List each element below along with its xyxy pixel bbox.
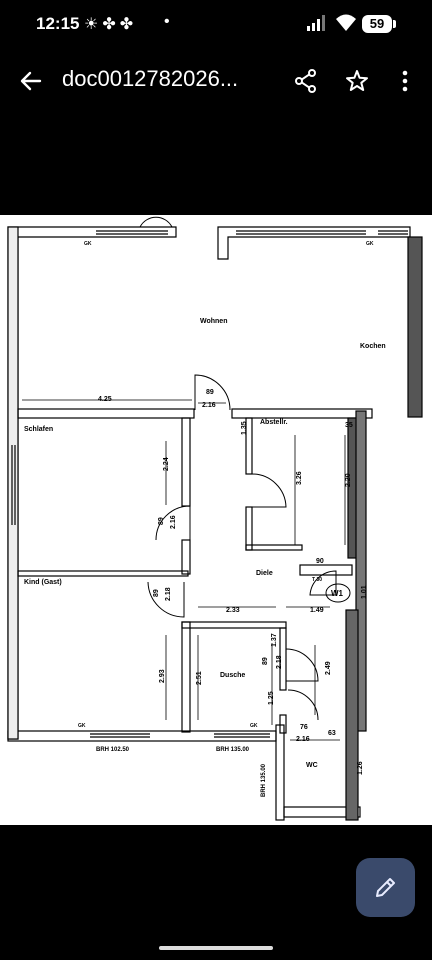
room-label-wohnen: Wohnen bbox=[200, 318, 227, 325]
floor-plan: Wohnen Kochen Schlafen Abstellr. Diele K… bbox=[7, 216, 423, 821]
mark-gk-3: GK bbox=[78, 723, 86, 729]
status-time: 12:15 bbox=[36, 14, 80, 33]
room-label-kind: Kind (Gast) bbox=[24, 579, 62, 586]
app-bar: doc0012782026... bbox=[0, 52, 432, 112]
signal-icon bbox=[307, 15, 325, 31]
room-label-wc: WC bbox=[306, 762, 318, 769]
status-bar: 12:15 ☀✤✤ • 59 bbox=[0, 0, 432, 50]
star-icon[interactable] bbox=[344, 68, 370, 94]
dim-89c: 89 bbox=[153, 589, 160, 597]
room-label-dusche: Dusche bbox=[220, 672, 245, 679]
room-label-schlafen: Schlafen bbox=[24, 426, 53, 433]
gesture-handle[interactable] bbox=[159, 946, 273, 950]
dim-251: 2.51 bbox=[196, 671, 203, 685]
dim-89d: 89 bbox=[262, 657, 269, 665]
document-view[interactable]: Wohnen Kochen Schlafen Abstellr. Diele K… bbox=[0, 215, 432, 825]
dim-90: 90 bbox=[316, 558, 324, 565]
back-arrow-icon[interactable] bbox=[18, 68, 44, 94]
status-notification-icons: ☀✤✤ bbox=[84, 14, 137, 34]
mark-gk-1: GK bbox=[84, 241, 92, 247]
dim-216c: 2.16 bbox=[296, 736, 310, 743]
battery-icon: 59 bbox=[362, 15, 396, 33]
dim-216: 2.16 bbox=[202, 402, 216, 409]
room-label-diele: Diele bbox=[256, 570, 273, 577]
wifi-icon bbox=[336, 14, 356, 31]
dim-218b: 2.18 bbox=[276, 655, 283, 669]
dim-63: 63 bbox=[328, 730, 336, 737]
dim-216b: 2.16 bbox=[170, 515, 177, 529]
dim-89b: 89 bbox=[158, 517, 165, 525]
fan-icon: ✤ bbox=[119, 16, 138, 33]
brh-label-1: BRH 102.50 bbox=[96, 747, 130, 753]
dim-126: 1.26 bbox=[357, 761, 364, 775]
dim-t30: T 30 bbox=[312, 577, 322, 583]
dim-101: 1.01 bbox=[361, 585, 368, 599]
dim-326: 3.26 bbox=[296, 471, 303, 485]
dim-220: 2.20 bbox=[345, 473, 352, 487]
dim-76: 76 bbox=[300, 724, 308, 731]
weather-icon: ☀ bbox=[84, 16, 103, 33]
dim-425: 4.25 bbox=[98, 396, 112, 403]
dim-249: 2.49 bbox=[325, 661, 332, 675]
fan-icon: ✤ bbox=[102, 16, 120, 33]
dim-137: 1.37 bbox=[271, 633, 278, 647]
dim-233: 2.33 bbox=[226, 607, 240, 614]
notification-dot-icon: • bbox=[164, 13, 170, 30]
brh-label-3: BRH 135.00 bbox=[261, 763, 267, 797]
room-label-kochen: Kochen bbox=[360, 343, 386, 350]
dim-149: 1.49 bbox=[310, 607, 324, 614]
dim-218: 2.18 bbox=[165, 587, 172, 601]
more-options-icon[interactable] bbox=[394, 68, 416, 94]
window-label-w1: W1 bbox=[331, 589, 344, 598]
dim-89: 89 bbox=[206, 389, 214, 396]
mark-gk-2: GK bbox=[366, 241, 374, 247]
dim-135: 1.35 bbox=[241, 421, 248, 435]
room-label-abstellraum: Abstellr. bbox=[260, 419, 288, 426]
dim-35: 35 bbox=[345, 422, 353, 429]
dim-224: 2.24 bbox=[163, 457, 170, 471]
dim-125: 1.25 bbox=[268, 691, 275, 705]
document-title: doc0012782026... bbox=[62, 66, 239, 91]
dim-293: 2.93 bbox=[159, 669, 166, 683]
edit-button[interactable] bbox=[356, 858, 415, 917]
mark-gk-4: GK bbox=[250, 723, 258, 729]
pencil-icon bbox=[376, 878, 395, 897]
brh-label-2: BRH 135.00 bbox=[216, 747, 250, 753]
share-icon[interactable] bbox=[293, 68, 319, 94]
navigation-bar bbox=[0, 932, 432, 960]
